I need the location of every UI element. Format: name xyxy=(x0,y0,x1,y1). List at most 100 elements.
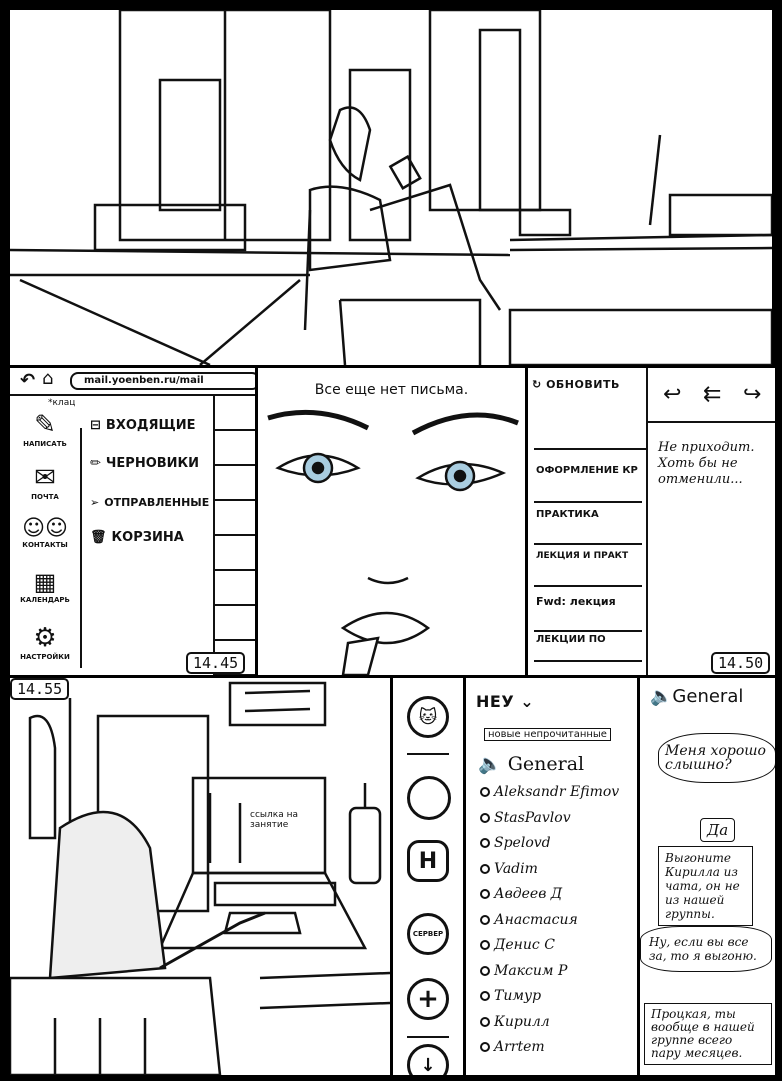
face-drawing xyxy=(267,409,519,675)
gear-icon: ⚙ xyxy=(33,623,57,653)
member-item[interactable]: Максим Р xyxy=(480,963,567,979)
forward-icon[interactable]: ↪ xyxy=(743,382,762,407)
speech-bubble: Меня хорошо слышно? xyxy=(658,733,775,783)
panel-room-scene xyxy=(10,10,772,365)
url-bar[interactable]: mail.yoenben.ru/mail xyxy=(70,372,255,390)
member-item[interactable]: Анастасия xyxy=(480,912,578,928)
chair xyxy=(338,298,482,365)
refresh-icon: ↻ xyxy=(532,378,542,391)
laptop-base xyxy=(158,871,368,950)
speaker-icon: 🔈 xyxy=(478,753,502,775)
chat-header: 🔈General xyxy=(650,686,744,707)
body xyxy=(308,185,392,272)
status-circle-icon xyxy=(480,940,490,950)
reply-icon[interactable]: ↩ xyxy=(663,382,682,407)
member-item[interactable]: StasPavlov xyxy=(480,810,571,826)
server-icon-h[interactable]: H xyxy=(407,840,449,882)
message-item[interactable]: практика xyxy=(534,503,642,545)
server-divider xyxy=(407,1036,449,1038)
member-item[interactable]: Кирилл xyxy=(480,1014,550,1030)
panel-inbox: ↻ обновить оформление КР практика лекция… xyxy=(528,368,775,675)
voice-channel-general[interactable]: 🔈 General xyxy=(478,753,585,775)
status-circle-icon xyxy=(480,991,490,1001)
status-circle-icon xyxy=(480,889,490,899)
download-icon[interactable]: ↓ xyxy=(407,1044,449,1075)
timestamp: 14.45 xyxy=(186,652,246,674)
room-scene-drawing xyxy=(10,10,772,365)
hair xyxy=(328,106,372,182)
caption: Все еще нет письма. xyxy=(314,382,469,398)
unread-tooltip: новые непрочитанные xyxy=(484,728,611,741)
message-item[interactable]: Fwd: лекция xyxy=(534,587,642,632)
timestamp: 14.55 xyxy=(10,678,70,700)
legs xyxy=(369,183,502,311)
message-item[interactable]: лекции по xyxy=(534,632,642,662)
speech-bubble: Ну, если вы все за, то я выгоню. xyxy=(640,926,772,972)
member-item[interactable]: Vadim xyxy=(480,861,538,877)
chat-panel: 🔈General Меня хорошо слышно? Да Выгоните… xyxy=(640,678,775,1075)
list-top-divider xyxy=(534,448,646,450)
message-item[interactable]: лекция и практ xyxy=(534,545,642,587)
speaker-icon: 🔈 xyxy=(650,686,673,707)
sidebar-item-mail[interactable]: ✉Почта xyxy=(31,463,59,501)
home-icon[interactable]: ⌂ xyxy=(42,368,54,389)
paper-plane-icon: ➢ xyxy=(90,496,100,509)
folder-trash[interactable]: 🗑Корзина xyxy=(90,530,184,545)
sidebar-item-compose[interactable]: ✎Написать xyxy=(23,410,67,448)
message-list-column xyxy=(213,396,255,675)
server-divider xyxy=(407,753,449,755)
refresh-button[interactable]: ↻ обновить xyxy=(532,378,620,391)
laptop-scene-drawing xyxy=(10,681,390,1075)
sidebar-item-contacts[interactable]: ☺☺Контакты xyxy=(22,516,68,549)
status-circle-icon xyxy=(480,838,490,848)
speech-bubble: Выгоните Кирилла из чата, он не из нашей… xyxy=(658,846,753,926)
status-circle-icon xyxy=(480,914,490,925)
window-right xyxy=(428,10,542,212)
laptop-screen-link: ссылка на занятие xyxy=(250,810,298,830)
folder-sent[interactable]: ➢Отправленные xyxy=(90,496,210,509)
building xyxy=(478,28,522,212)
member-item[interactable]: Тимур xyxy=(480,988,541,1004)
member-item[interactable]: Arrtem xyxy=(480,1039,545,1055)
chevron-down-icon: ⌄ xyxy=(520,692,535,711)
folder-drafts[interactable]: ✏Черновики xyxy=(90,456,200,471)
reply-all-icon[interactable]: ⇇ xyxy=(703,382,722,407)
sidebar-item-calendar[interactable]: ▦Календарь xyxy=(20,568,70,604)
member-item[interactable]: Aleksandr Efimov xyxy=(480,784,619,800)
back-icon[interactable]: ↶ xyxy=(20,370,36,391)
server-icon-server[interactable]: СЕРВЕР xyxy=(407,913,449,955)
chair xyxy=(10,976,222,1075)
hair xyxy=(48,810,167,980)
speech-bubble: Процкая, ты вообще в нашей группе всего … xyxy=(644,1003,772,1065)
can xyxy=(388,154,422,190)
status-circle-icon xyxy=(480,863,490,874)
sidebar-divider xyxy=(80,428,82,668)
add-server-button[interactable]: + xyxy=(407,978,449,1020)
panel-mail-client: ↶ ⌂ mail.yoenben.ru/mail *клац ✎Написать… xyxy=(10,368,255,675)
status-circle-icon xyxy=(480,1016,490,1027)
server-icon-cat[interactable]: 🐱 xyxy=(407,696,449,738)
building xyxy=(348,68,412,242)
member-item[interactable]: Авдеев Д xyxy=(480,886,562,902)
trash-icon: 🗑 xyxy=(90,530,107,545)
message-item[interactable]: оформление КР xyxy=(534,463,642,503)
server-sidebar: 🐱 H СЕРВЕР + ↓ xyxy=(393,678,463,1075)
panel-face: Все еще нет письма. xyxy=(258,368,525,675)
thought-text: Не приходит. Хоть бы не отменили... xyxy=(658,440,755,487)
touchpad xyxy=(223,911,302,935)
status-circle-icon xyxy=(480,965,490,976)
panel-laptop-scene: ссылка на занятие 14.55 xyxy=(10,678,390,1075)
member-item[interactable]: Денис С xyxy=(480,937,555,953)
sidebar-item-settings[interactable]: ⚙Настройки xyxy=(20,623,70,661)
calendar-icon: ▦ xyxy=(33,568,57,596)
server-icon-blank[interactable] xyxy=(407,776,451,820)
member-item[interactable]: Spelovd xyxy=(480,835,551,851)
finger xyxy=(341,636,380,675)
keyboard xyxy=(213,881,337,907)
click-sound-effect: *клац xyxy=(48,398,76,408)
compose-icon: ✎ xyxy=(34,410,56,440)
server-name-dropdown[interactable]: НЕУ ⌄ xyxy=(476,692,535,711)
contacts-icon: ☺☺ xyxy=(22,516,68,541)
folder-inbox[interactable]: ⊟Входящие xyxy=(90,418,196,433)
reading-toolbar xyxy=(648,421,775,423)
